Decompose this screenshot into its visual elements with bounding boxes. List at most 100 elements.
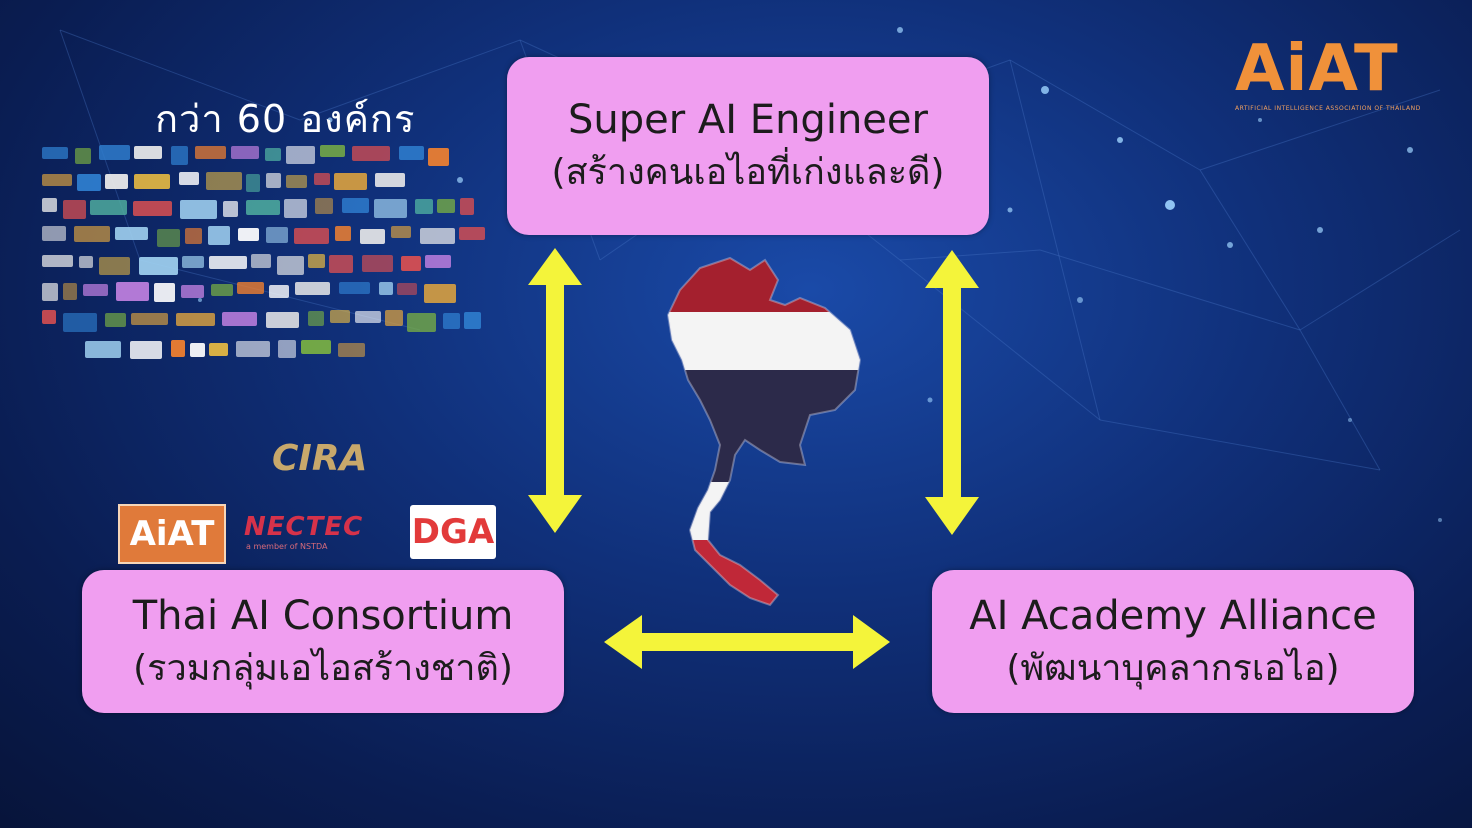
partner-logo xyxy=(171,146,188,165)
aiat-logo-text: AiAT xyxy=(129,514,215,554)
partner-logo xyxy=(362,255,393,272)
partner-logo xyxy=(246,200,280,215)
super-ai-engineer-box: Super AI Engineer (สร้างคนเอไอที่เก่งและ… xyxy=(507,57,989,235)
partner-logo xyxy=(334,173,367,190)
partner-logo xyxy=(209,256,247,269)
partner-logo xyxy=(295,282,330,295)
partner-logo xyxy=(315,198,333,214)
partner-logo xyxy=(360,229,385,244)
partner-logo xyxy=(385,310,403,326)
partner-logo xyxy=(99,145,130,160)
ai-academy-alliance-box: AI Academy Alliance (พัฒนาบุคลากรเอไอ) xyxy=(932,570,1414,713)
partner-logo xyxy=(415,199,433,214)
partner-logo xyxy=(308,311,324,326)
partner-logo xyxy=(157,229,180,247)
partner-logo xyxy=(460,198,474,215)
thailand-flag-map xyxy=(666,256,862,607)
partner-logo-wall xyxy=(40,140,490,365)
partner-logo xyxy=(223,201,238,217)
partner-logo xyxy=(139,257,178,275)
partner-logo xyxy=(342,198,369,213)
nectec-logo-subtitle: a member of NSTDA xyxy=(246,542,328,551)
partner-logo xyxy=(105,313,126,327)
partner-logo xyxy=(222,312,257,326)
partner-logo xyxy=(185,228,202,244)
partner-logo xyxy=(83,284,108,296)
super-ai-engineer-subtitle: (สร้างคนเอไอที่เก่งและดี) xyxy=(551,152,945,193)
partner-logo xyxy=(308,254,325,268)
super-ai-engineer-title: Super AI Engineer xyxy=(568,97,928,143)
partner-logo xyxy=(374,199,407,218)
partner-logo xyxy=(176,313,215,326)
partner-logo xyxy=(130,341,162,359)
partner-logo xyxy=(399,146,424,160)
partner-logo xyxy=(407,313,436,332)
partner-logo xyxy=(63,283,77,300)
partner-logo xyxy=(182,256,204,268)
partner-logo xyxy=(154,283,175,302)
partner-logo xyxy=(286,146,315,164)
partner-logo xyxy=(352,146,390,161)
partner-logo xyxy=(42,255,73,267)
partner-logo xyxy=(301,340,331,354)
partner-logo xyxy=(314,173,330,185)
aiat-corner-logo-subtitle: ARTIFICIAL INTELLIGENCE ASSOCIATION OF T… xyxy=(1235,105,1421,112)
dga-logo: DGA xyxy=(410,505,496,559)
thai-ai-consortium-box: Thai AI Consortium (รวมกลุ่มเอไอสร้างชาต… xyxy=(82,570,564,713)
partner-logo xyxy=(294,228,329,244)
partner-logo xyxy=(181,285,204,298)
partner-logo xyxy=(179,172,199,185)
organizations-count-title: กว่า 60 องค์กร xyxy=(155,97,416,141)
partner-logo xyxy=(335,226,351,241)
partner-logo xyxy=(42,198,57,212)
cira-logo: CIRA xyxy=(272,438,368,479)
partner-logo xyxy=(238,228,259,241)
partner-logo xyxy=(265,148,281,161)
partner-logo xyxy=(134,174,170,189)
partner-logo xyxy=(77,174,101,191)
partner-logo xyxy=(209,343,228,356)
partner-logo xyxy=(391,226,411,238)
partner-logo xyxy=(277,256,304,275)
partner-logo xyxy=(251,254,271,268)
aiat-corner-logo-text: AiAT xyxy=(1235,32,1399,106)
thai-ai-consortium-title: Thai AI Consortium xyxy=(132,592,514,639)
dga-logo-text: DGA xyxy=(411,512,495,552)
partner-logo xyxy=(134,146,162,159)
partner-logo xyxy=(329,255,353,273)
partner-logo xyxy=(266,227,288,243)
partner-logo xyxy=(42,283,58,301)
ai-academy-alliance-subtitle: (พัฒนาบุคลากรเอไอ) xyxy=(1006,647,1340,689)
ai-academy-alliance-title: AI Academy Alliance xyxy=(969,592,1377,639)
partner-logo xyxy=(425,255,451,268)
partner-logo xyxy=(105,174,128,189)
partner-logo xyxy=(42,226,66,241)
thai-ai-consortium-subtitle: (รวมกลุ่มเอไอสร้างชาติ) xyxy=(133,647,513,689)
double-arrow-bottom-horizontal xyxy=(604,615,890,669)
partner-logo xyxy=(180,200,217,219)
partner-logo xyxy=(338,343,365,357)
partner-logo xyxy=(99,257,130,275)
partner-logo xyxy=(195,146,226,159)
partner-logo xyxy=(190,343,205,357)
partner-logo xyxy=(269,285,289,298)
partner-logo xyxy=(85,341,121,358)
partner-logo xyxy=(355,311,381,323)
partner-logo xyxy=(246,174,260,192)
partner-logo xyxy=(379,282,393,295)
partner-logo xyxy=(437,199,455,213)
partner-logo xyxy=(208,226,230,245)
double-arrow-right-vertical xyxy=(925,250,979,535)
partner-logo xyxy=(401,256,421,271)
partner-logo xyxy=(375,173,405,187)
partner-logo xyxy=(133,201,172,216)
partner-logo xyxy=(284,199,307,218)
partner-logo xyxy=(79,256,93,268)
partner-logo xyxy=(42,147,68,159)
partner-logo xyxy=(397,283,417,295)
partner-logo xyxy=(115,227,148,240)
aiat-corner-logo: AiAT ARTIFICIAL INTELLIGENCE ASSOCIATION… xyxy=(1235,34,1425,120)
partner-logo xyxy=(428,148,449,166)
partner-logo xyxy=(236,341,270,357)
